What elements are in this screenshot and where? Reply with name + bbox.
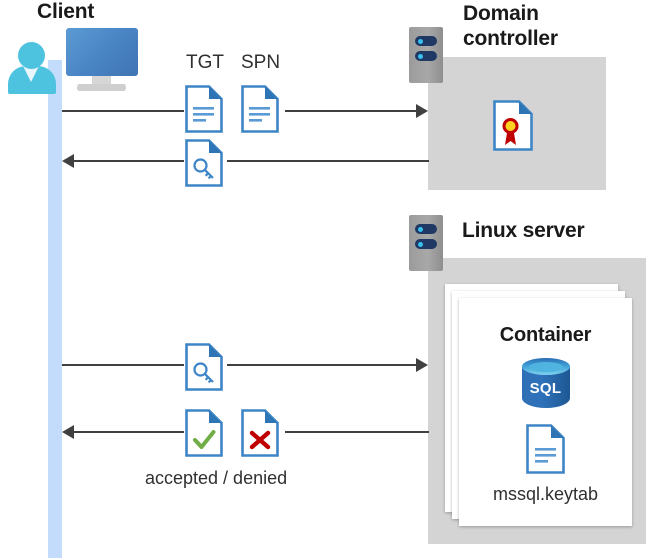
flow-present-line-right <box>227 364 417 366</box>
rack-led-icon <box>418 38 423 44</box>
container-title: Container <box>499 324 592 346</box>
sql-cylinder-top <box>521 358 570 375</box>
domain-controller-title: Domain controller <box>463 2 558 50</box>
flow-request-arrowhead <box>416 104 428 118</box>
keytab-document-icon <box>526 424 565 474</box>
client-computer-user-icon <box>0 0 160 100</box>
client-title: Client <box>37 0 95 23</box>
ticket-key-document-icon <box>185 139 223 187</box>
user-head-icon <box>18 42 45 69</box>
rack-led-icon <box>418 241 423 247</box>
sql-database-label: SQL <box>529 380 562 397</box>
rack-led-icon <box>418 226 423 232</box>
user-collar-icon <box>23 66 39 82</box>
rack-led-icon <box>418 53 423 59</box>
accepted-document-icon <box>185 409 223 457</box>
flow-ticket-line-left <box>74 160 184 162</box>
monitor-base-icon <box>77 84 126 91</box>
present-key-document-icon <box>185 343 223 391</box>
spn-label: SPN <box>241 52 281 73</box>
rack-bay-icon <box>415 224 437 234</box>
client-lifeline <box>48 60 62 558</box>
domain-controller-server-rack-icon <box>409 27 443 83</box>
sql-cylinder-top-inner <box>528 362 563 372</box>
flow-result-arrowhead <box>62 425 74 439</box>
rack-bay-icon <box>415 51 437 61</box>
linux-server-title: Linux server <box>462 219 585 242</box>
flow-ticket-arrowhead <box>62 154 74 168</box>
flow-result-line-right <box>285 431 429 433</box>
sql-database-icon: SQL <box>459 358 632 416</box>
spn-document-icon <box>241 85 279 133</box>
flow-present-arrowhead <box>416 358 428 372</box>
keytab-label: mssql.keytab <box>492 484 599 504</box>
tgt-label: TGT <box>186 52 224 73</box>
flow-ticket-line-right <box>227 160 429 162</box>
accepted-denied-caption: accepted / denied <box>145 468 288 488</box>
container-card: Container SQL mssql.keytab <box>459 298 632 526</box>
flow-present-line-left <box>62 364 184 366</box>
linux-server-server-rack-icon <box>409 215 443 271</box>
rack-bay-icon <box>415 239 437 249</box>
certificate-document-icon <box>493 100 533 151</box>
monitor-screen-icon <box>66 28 138 76</box>
flow-request-line-right <box>285 110 417 112</box>
tgt-document-icon <box>185 85 223 133</box>
rack-bay-icon <box>415 36 437 46</box>
denied-document-icon <box>241 409 279 457</box>
flow-result-line-left <box>74 431 184 433</box>
flow-request-line-left <box>62 110 184 112</box>
